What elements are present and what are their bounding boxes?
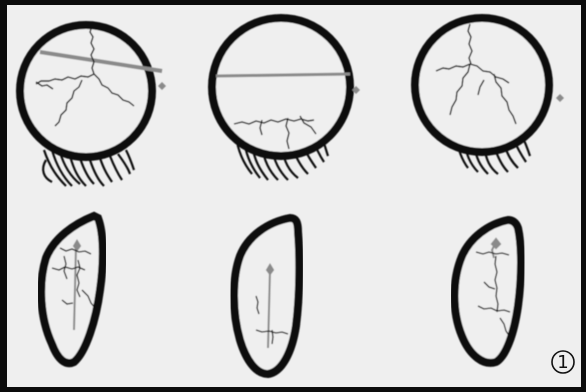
figure-number-label: 1 — [557, 352, 568, 373]
bone-outline-middle — [234, 218, 299, 374]
skull-outline-middle — [212, 18, 350, 156]
skull-outline-left — [20, 25, 152, 157]
skull-outline-right — [415, 18, 549, 152]
drain-tube-middle — [216, 74, 350, 76]
bone-lateral-middle — [234, 218, 299, 374]
